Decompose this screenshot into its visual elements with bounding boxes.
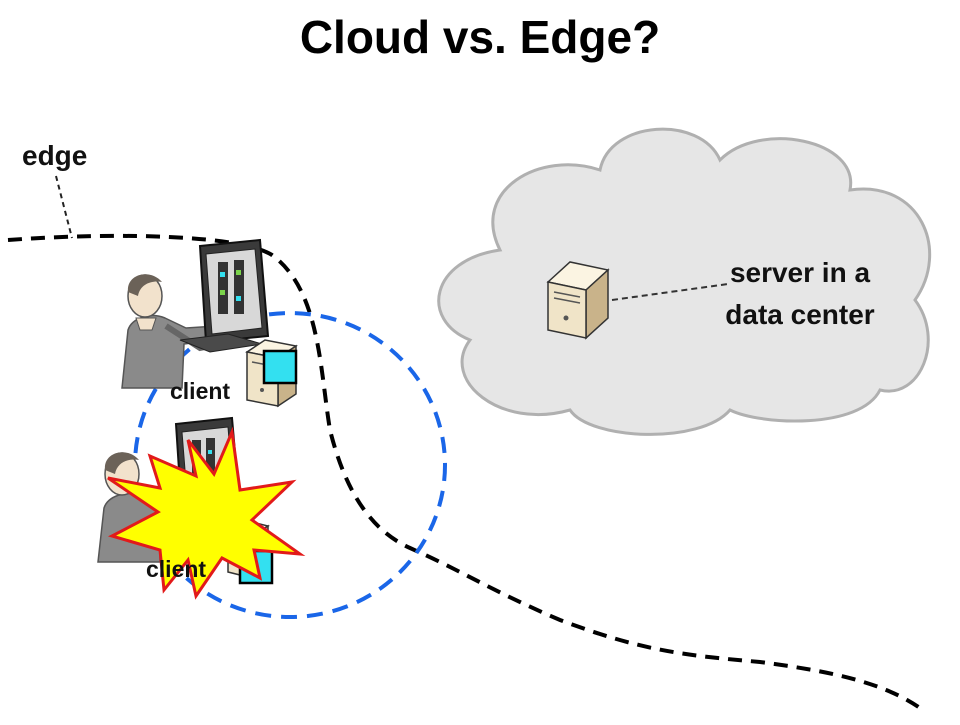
person-icon <box>121 274 217 389</box>
server-label-line-2: data center <box>725 299 875 330</box>
server-label-line-1: server in a <box>729 257 871 288</box>
server-icon <box>546 261 610 340</box>
cloud-icon <box>437 127 932 436</box>
monitor-icon <box>179 238 270 353</box>
client-label-2: client <box>146 556 207 582</box>
page-title: Cloud vs. Edge? <box>299 11 661 63</box>
explosion-icon <box>107 426 306 600</box>
server-label: server in a data center <box>700 252 900 336</box>
edge-pointer-line <box>55 175 73 239</box>
client-label-1: client <box>170 378 231 404</box>
edge-label: edge <box>22 140 88 171</box>
cyan-box <box>262 349 298 385</box>
